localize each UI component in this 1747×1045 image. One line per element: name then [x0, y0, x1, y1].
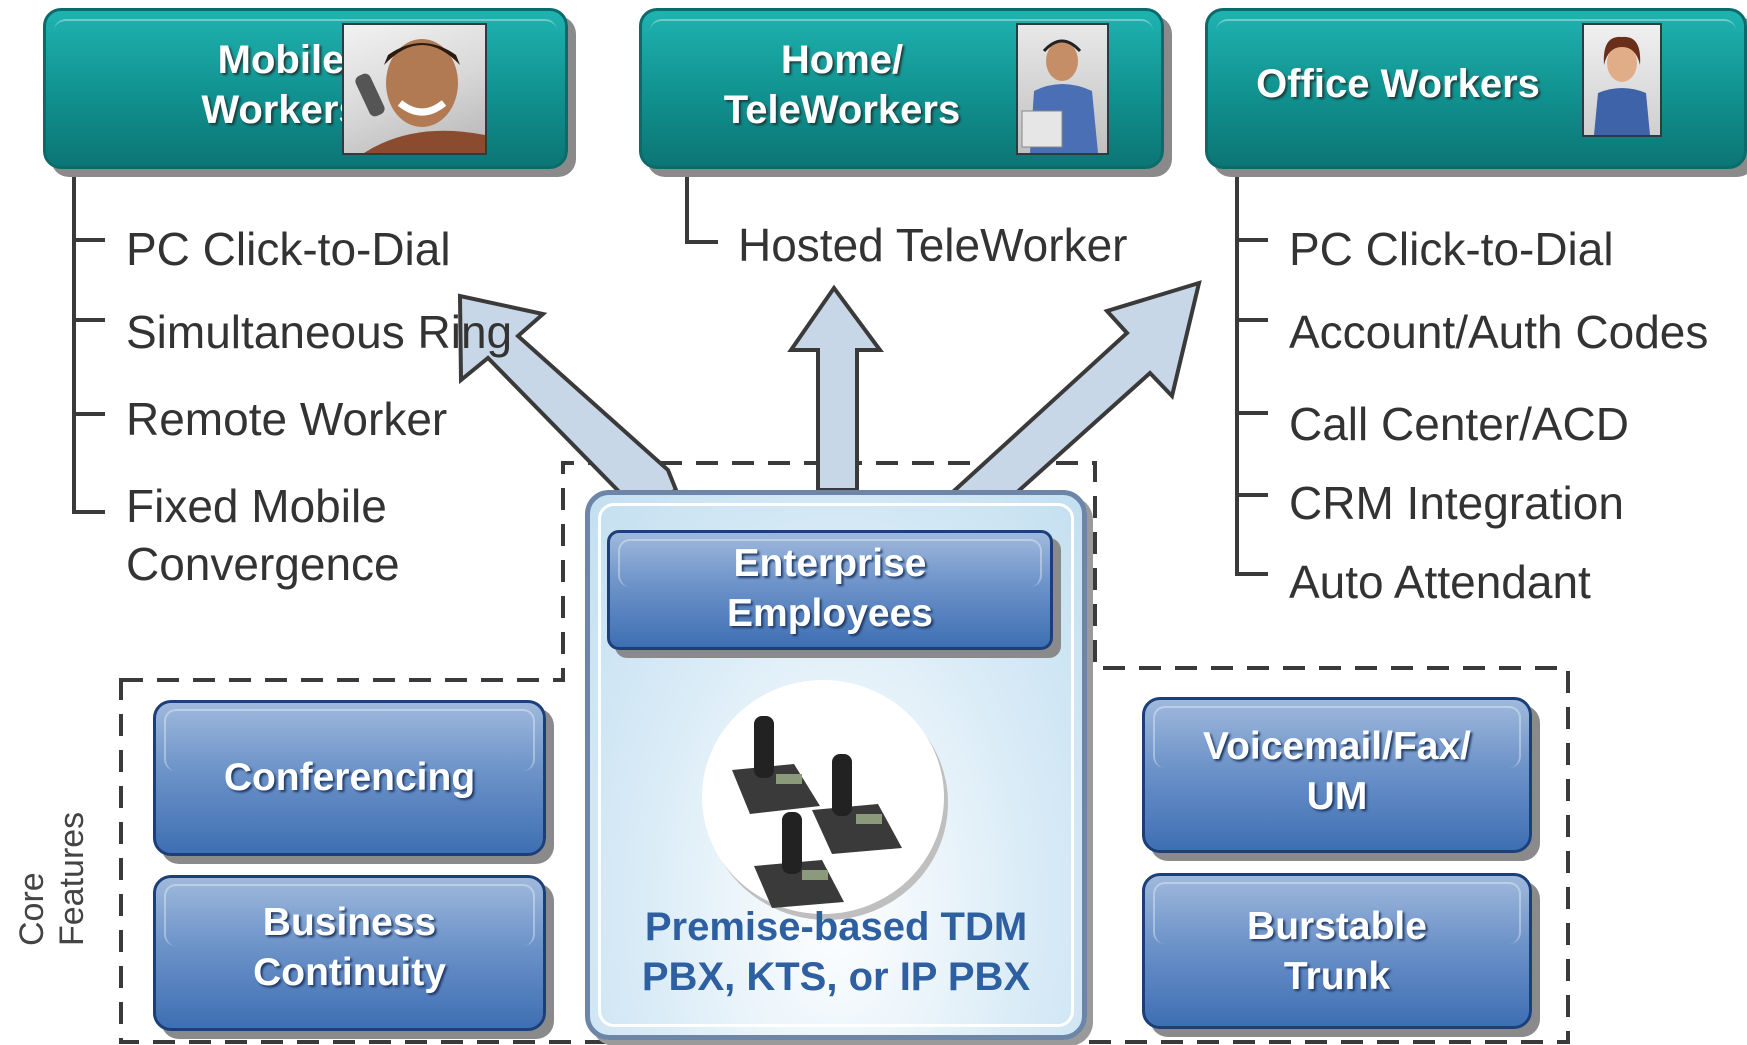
voicemail-fax-um-box: Voicemail/Fax/UM — [1142, 697, 1532, 853]
man-with-headset-photo — [1016, 23, 1109, 155]
home-feature-1: Hosted TeleWorker — [738, 219, 1128, 271]
office-tree-line — [1235, 165, 1268, 576]
voicemail-fax-um-label: Voicemail/Fax/UM — [1202, 725, 1472, 818]
mobile-feature-1: PC Click-to-Dial — [126, 223, 451, 275]
home-teleworkers-title: Home/TeleWorkers — [723, 38, 961, 132]
man-on-phone-photo — [342, 23, 487, 155]
conferencing-label: Conferencing — [223, 756, 476, 799]
office-feature-5: Auto Attendant — [1289, 556, 1591, 608]
arrow-to-office — [951, 280, 1202, 515]
office-workers-box: Office Workers — [1205, 8, 1747, 169]
office-feature-1: PC Click-to-Dial — [1289, 223, 1614, 275]
mobile-feature-3: Remote Worker — [126, 393, 448, 445]
office-feature-2: Account/Auth Codes — [1289, 306, 1709, 358]
mobile-tree-line — [72, 165, 105, 514]
office-feature-4: CRM Integration — [1289, 477, 1624, 529]
office-feature-3: Call Center/ACD — [1289, 398, 1629, 450]
woman-with-headset-photo — [1582, 23, 1662, 137]
mobile-feature-2: Simultaneous Ring — [126, 306, 513, 358]
conferencing-box: Conferencing — [153, 700, 546, 856]
desk-phone-2 — [812, 754, 902, 854]
mobile-feature-4b: Convergence — [126, 538, 400, 590]
arrow-to-mobile — [457, 293, 679, 515]
premise-pbx-inner-border — [598, 503, 1074, 1027]
desk-phone-3 — [754, 812, 844, 908]
ip-desk-phones-icon — [702, 680, 944, 914]
core-features-dashed-border — [119, 461, 1570, 1044]
desk-phone-1 — [732, 716, 820, 814]
home-tree-line — [685, 165, 718, 244]
arrow-to-home — [787, 284, 884, 492]
home-teleworkers-box: Home/TeleWorkers — [639, 8, 1164, 169]
office-workers-title: Office Workers — [1256, 62, 1540, 106]
mobile-feature-4a: Fixed Mobile — [126, 480, 387, 532]
